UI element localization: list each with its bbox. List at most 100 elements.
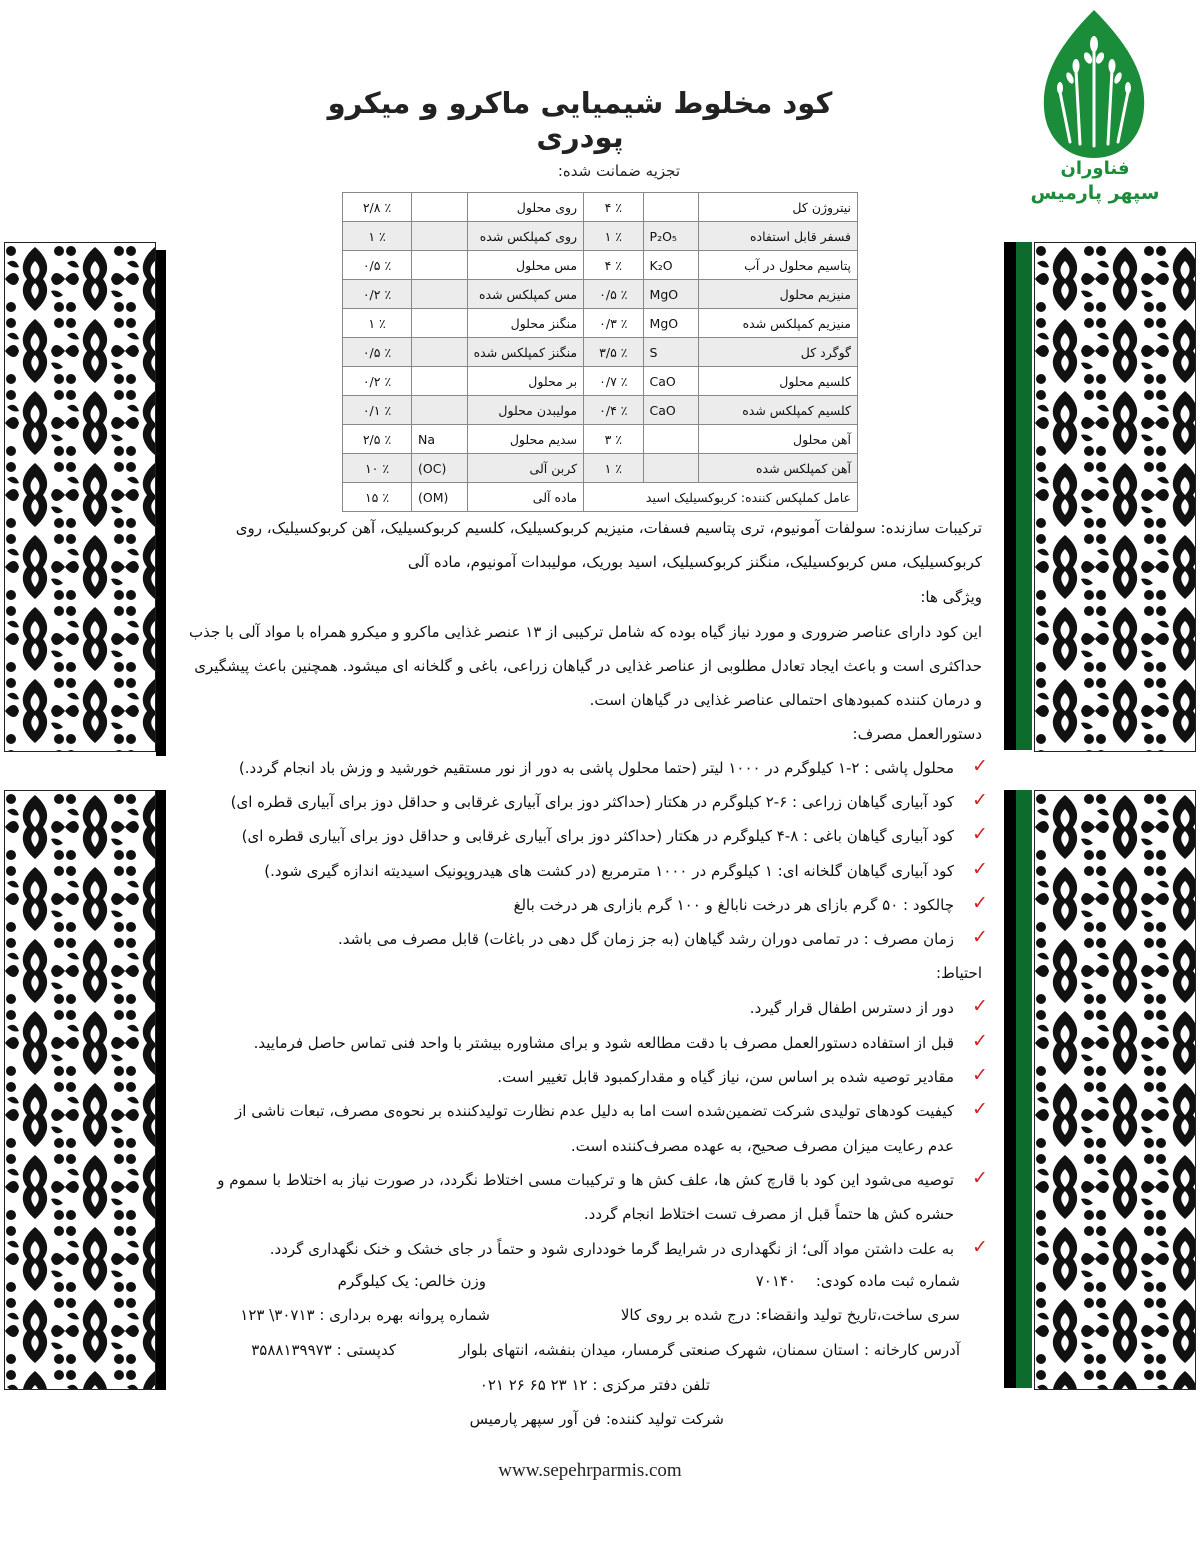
factory-address: آدرس کارخانه : استان سمنان، شهرک صنعتی گ… [459, 1341, 960, 1359]
nutrient-percent: ٪ ۱۵ [341, 482, 413, 512]
composition-line-2: کربوکسیلیک، مس کربوکسیلیک، منگنز کربوکسی… [407, 553, 982, 571]
checkmark-icon: ✓ [972, 1236, 988, 1258]
nutrient-formula: MgO [642, 279, 700, 309]
nutrient-name: منگنز کمپلکس شده [466, 337, 585, 367]
features-line-2: حداکثری است و باعث ایجاد تعادل مطلوبی از… [194, 657, 982, 675]
nutrient-percent: ٪ ۱ [341, 308, 413, 338]
nutrient-percent: ٪ ۰/۳ [583, 308, 644, 338]
nutrient-percent: ٪ ۲/۵ [341, 424, 413, 454]
checkmark-icon: ✓ [972, 1030, 988, 1052]
caution-heading: احتیاط: [936, 964, 982, 982]
nutrient-name: منیزیم کمپلکس شده [698, 308, 858, 338]
nutrient-name: گوگرد کل [698, 337, 858, 367]
nutrient-name: کلسیم محلول [698, 366, 858, 396]
left-top-black-bar [156, 250, 166, 756]
office-phone: تلفن دفتر مرکزی : ۱۲ ۲۳ ۶۵ ۲۶ ۰۲۱ [479, 1376, 710, 1394]
nutrient-formula: P₂O₅ [642, 221, 700, 251]
caution-item: به علت داشتن مواد آلی؛ از نگهداری در شرا… [269, 1240, 954, 1258]
postal-code: کدپستی : ۳۵۸۸۱۳۹۹۷۳ [251, 1341, 396, 1359]
right-bottom-black-bar [1004, 790, 1016, 1388]
nutrient-formula [411, 279, 468, 309]
website-link[interactable]: www.sepehrparmis.com [498, 1460, 682, 1481]
nutrient-formula [411, 337, 468, 367]
checkmark-icon: ✓ [972, 823, 988, 845]
checkmark-icon: ✓ [972, 1064, 988, 1086]
nutrient-percent: ٪ ۱۰ [341, 453, 413, 483]
right-bottom-damask-panel [1034, 790, 1196, 1390]
nutrient-name: مس محلول [466, 250, 585, 280]
features-line-1: این کود دارای عناصر ضروری و مورد نیاز گی… [189, 623, 982, 641]
checkmark-icon: ✓ [972, 858, 988, 880]
nutrient-name: مس کمپلکس شده [466, 279, 585, 309]
caution-item: توصیه می‌شود این کود با قارچ کش ها، علف … [217, 1171, 954, 1189]
nutrient-formula [411, 395, 468, 425]
production-serial-dates: سری ساخت،تاریخ تولید وانقضاء: درج شده بر… [620, 1306, 960, 1324]
left-top-damask-panel [4, 242, 156, 752]
operation-license: شماره پروانه بهره برداری : ۳۰۷۱۳\ ۱۲۳ [240, 1306, 490, 1324]
usage-item: کود آبیاری گیاهان گلخانه ای: ۱ کیلوگرم د… [264, 862, 954, 880]
nutrient-percent: ٪ ۳ [583, 424, 644, 454]
nutrient-formula: (OC) [411, 453, 468, 483]
checkmark-icon: ✓ [972, 789, 988, 811]
nutrient-percent: ٪ ۰/۵ [341, 250, 413, 280]
nutrient-name: آهن کمپلکس شده [698, 453, 858, 483]
leaf-wheat-icon [1043, 10, 1145, 158]
nutrient-formula [411, 366, 468, 396]
nutrient-formula [642, 424, 700, 454]
checkmark-icon: ✓ [972, 995, 988, 1017]
nutrient-percent: ٪ ۱ [583, 453, 644, 483]
nutrient-formula: CaO [642, 366, 700, 396]
nutrient-name: روی محلول [466, 192, 585, 222]
nutrient-percent: ٪ ۰/۵ [583, 279, 644, 309]
nutrient-formula: CaO [642, 395, 700, 425]
nutrient-percent: ٪ ۲/۸ [341, 192, 413, 222]
nutrient-name: منگنز محلول [466, 308, 585, 338]
nutrient-formula: S [642, 337, 700, 367]
nutrient-formula: Na [411, 424, 468, 454]
chelating-agent: عامل کملپکس کننده: کربوکسیلیک اسید [583, 482, 858, 512]
nutrient-name: آهن محلول [698, 424, 858, 454]
brand-name-line1: فناوران [1060, 158, 1130, 179]
checkmark-icon: ✓ [972, 1167, 988, 1189]
right-bottom-green-bar [1016, 790, 1032, 1388]
nutrient-name: نیتروژن کل [698, 192, 858, 222]
usage-item: کود آبیاری گیاهان زراعی : ۶-۲ کیلوگرم در… [230, 793, 954, 811]
nutrient-formula [411, 192, 468, 222]
checkmark-icon: ✓ [972, 1098, 988, 1120]
brand-name-line2: سپهر پارمیس [1030, 182, 1160, 204]
nutrient-formula [411, 308, 468, 338]
features-heading: ویژگی ها: [920, 588, 982, 606]
brand-logo [1036, 8, 1152, 158]
right-top-damask-panel [1034, 242, 1196, 752]
nutrient-name: سدیم محلول [466, 424, 585, 454]
nutrient-name: کلسیم کمپلکس شده [698, 395, 858, 425]
usage-item: چالکود : ۵۰ گرم بازای هر درخت نابالغ و ۱… [513, 896, 954, 914]
nutrient-name: مولیبدن محلول [466, 395, 585, 425]
right-top-black-bar [1004, 242, 1016, 750]
features-line-3: و درمان کننده کمبودهای احتمالی عناصر غذا… [589, 691, 982, 709]
nutrient-formula [411, 221, 468, 251]
caution-item: مقادیر توصیه شده بر اساس سن، نیاز گیاه و… [497, 1068, 954, 1086]
usage-item: محلول پاشی : ۲-۱ کیلوگرم در ۱۰۰۰ لیتر (ح… [238, 759, 954, 777]
left-bottom-black-bar [156, 790, 166, 1390]
nutrient-percent: ٪ ۰/۲ [341, 366, 413, 396]
usage-item: زمان مصرف : در تمامی دوران رشد گیاهان (ب… [337, 930, 954, 948]
registration-number: ۷۰۱۴۰ [755, 1272, 796, 1290]
registration-label: شماره ثبت ماده کودی: [815, 1272, 960, 1290]
usage-item: کود آبیاری گیاهان باغی : ۸-۴ کیلوگرم در … [241, 827, 954, 845]
nutrient-name: ماده آلی [466, 482, 585, 512]
nutrient-formula [642, 453, 700, 483]
checkmark-icon: ✓ [972, 926, 988, 948]
page-title: کود مخلوط شیمیایی ماکرو و میکرو پودری [327, 86, 833, 154]
right-top-green-bar [1016, 242, 1032, 750]
nutrient-percent: ٪ ۰/۵ [341, 337, 413, 367]
